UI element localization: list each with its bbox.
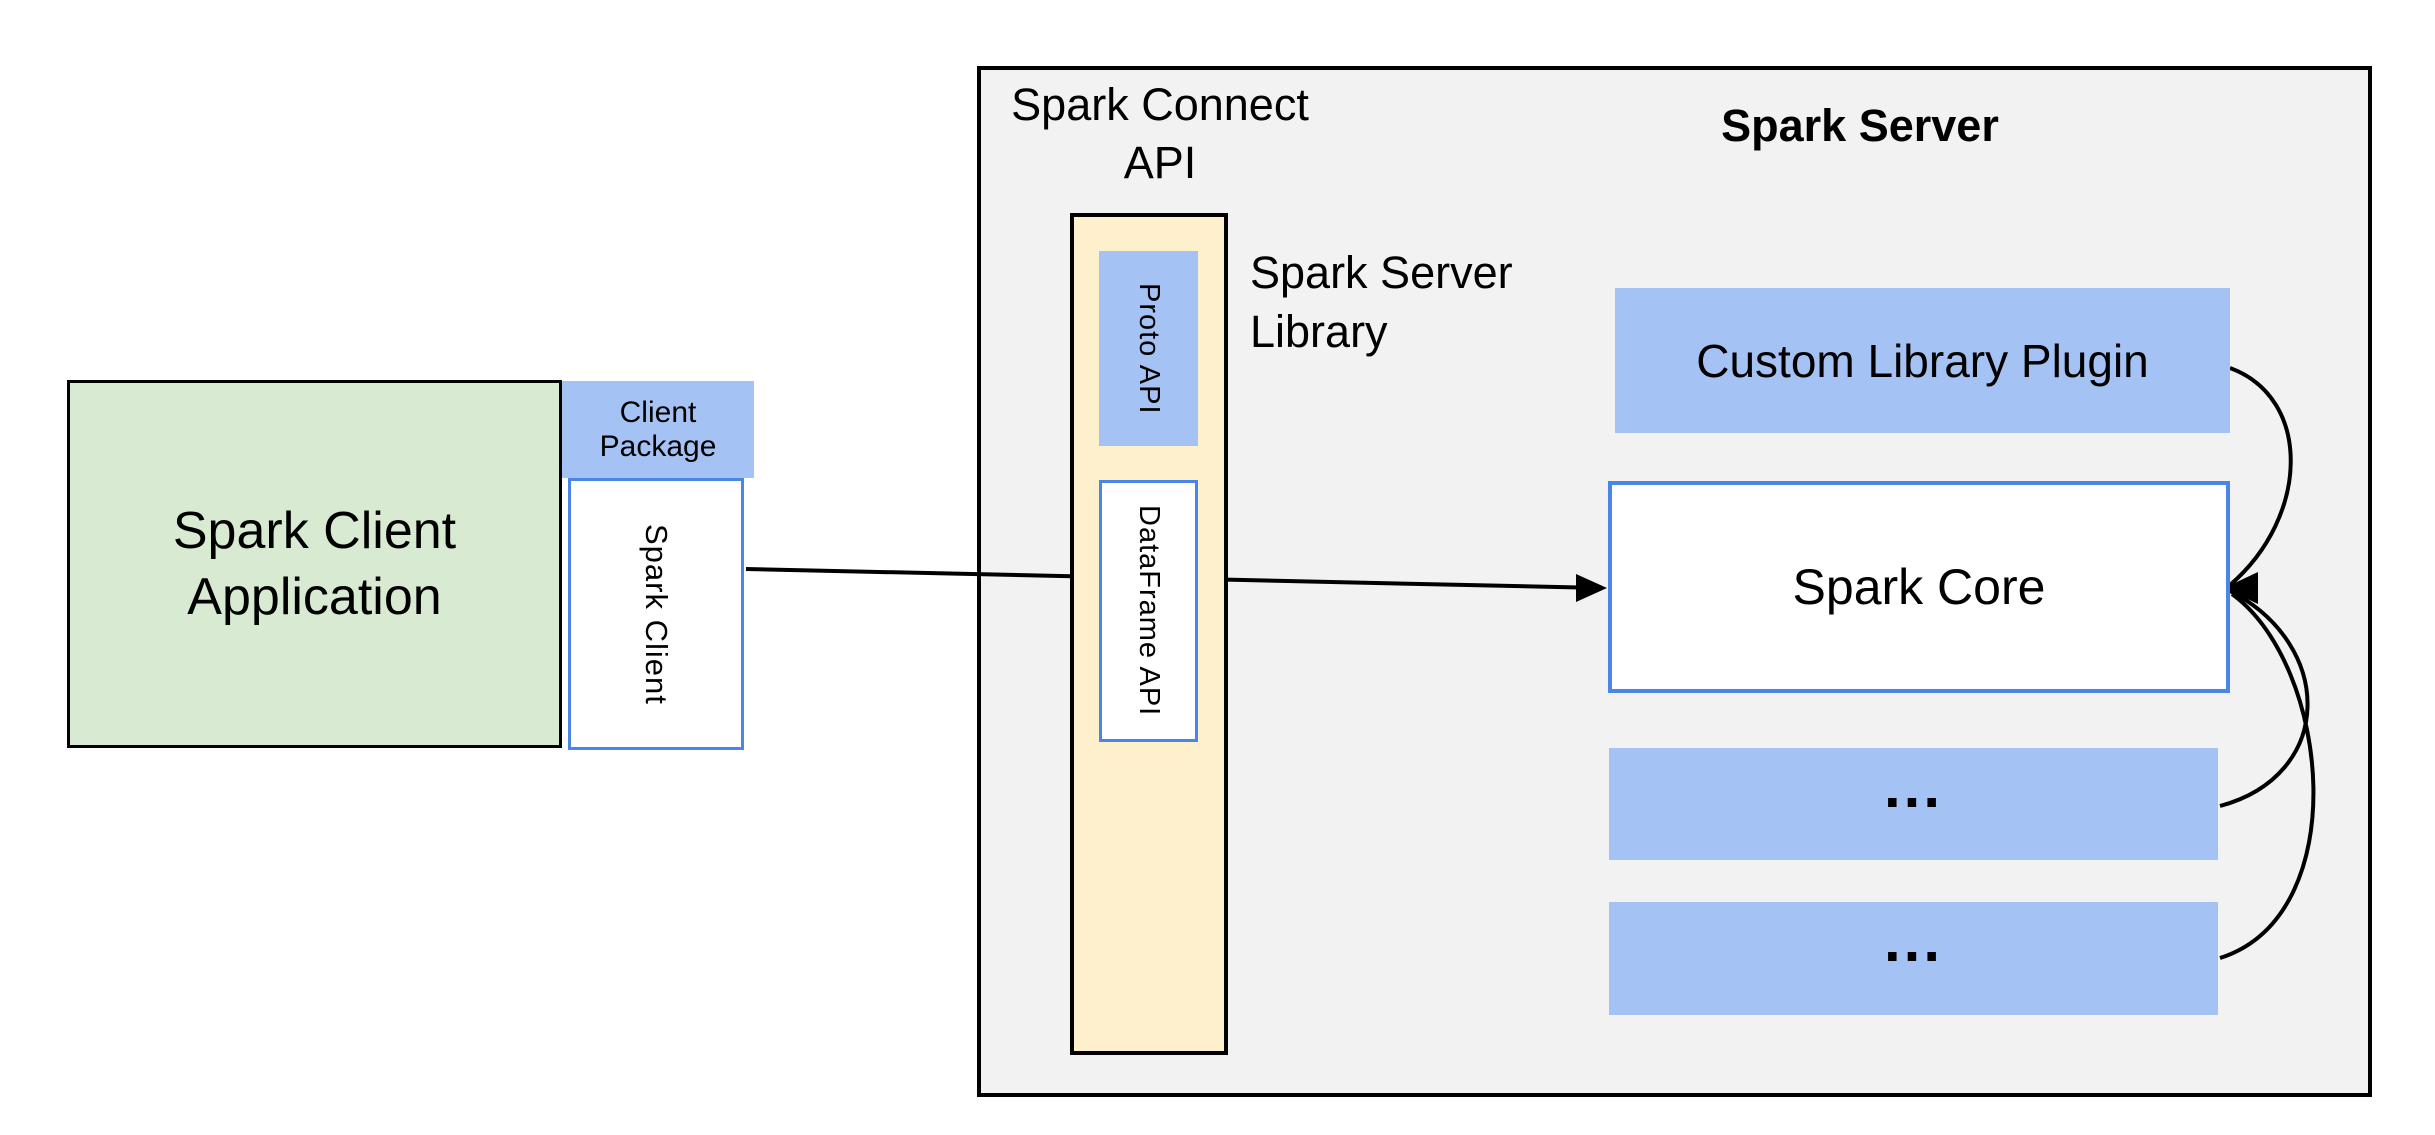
more2-to-core-curve <box>2219 592 2316 960</box>
more-plugins-label-1: ... <box>1883 752 1943 820</box>
plugin-to-core-curve <box>2228 366 2293 587</box>
proto-api-box: Proto API <box>1099 251 1198 446</box>
spark-client-label: Spark Client <box>639 523 674 705</box>
core-right-arrowhead <box>2224 572 2258 604</box>
custom-library-plugin-box: Custom Library Plugin <box>1615 288 2230 433</box>
more-plugins-box-1: ... <box>1609 748 2218 860</box>
dataframe-api-label: DataFrame API <box>1133 505 1165 717</box>
more-plugins-box-2: ... <box>1609 902 2218 1015</box>
spark-connect-api-title: Spark Connect API <box>1011 79 1309 188</box>
spark-client-box: Spark Client <box>568 478 744 750</box>
dataframe-api-box: DataFrame API <box>1099 480 1198 742</box>
spark-server-library-caption: Spark Server Library <box>1250 247 1513 357</box>
client-to-core-arrowhead <box>1576 574 1607 602</box>
more-plugins-label-2: ... <box>1883 907 1943 974</box>
more1-to-core-curve <box>2219 589 2310 808</box>
spark-core-box: Spark Core <box>1608 481 2230 693</box>
proto-api-label: Proto API <box>1133 282 1165 415</box>
spark-client-application-box: Spark Client Application <box>67 380 562 748</box>
spark-server-title: Spark Server <box>1721 100 1999 151</box>
client-package-box: Client Package <box>562 381 754 478</box>
